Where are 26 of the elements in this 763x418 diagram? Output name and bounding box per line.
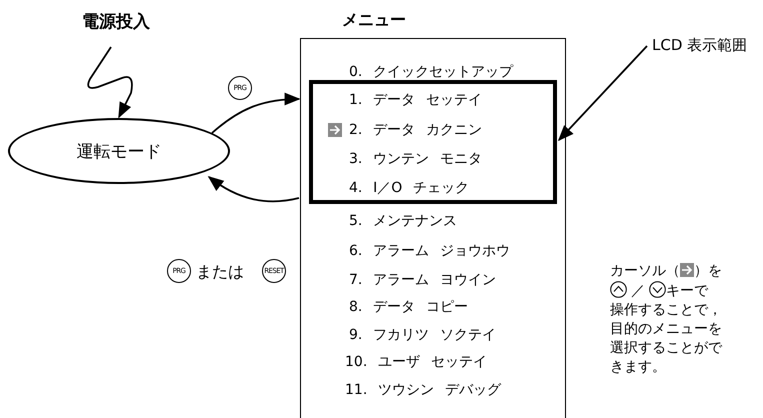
menu-item: 7. アラーム ヨウイン xyxy=(349,271,496,289)
menu-item: 4. I／O チェック xyxy=(349,179,470,197)
mode-label: 運転モード xyxy=(76,140,162,162)
menu-item: 10. ユーザ セッテイ xyxy=(345,353,487,371)
curved-arrow xyxy=(211,92,301,134)
note-text: キーで xyxy=(666,283,708,299)
menu-item: 3. ウンテン モニタ xyxy=(349,150,482,168)
power-on-label: 電源投入 xyxy=(82,10,150,33)
note-text: ）を xyxy=(694,263,722,279)
menu-item: 5. メンテナンス xyxy=(349,212,458,230)
menu-item: 1. データ セッテイ xyxy=(349,91,482,109)
menu-item: 6. アラーム ジョウホウ xyxy=(349,242,510,260)
note-text: 操作することで，目的のメニューを選択することができます。 xyxy=(610,301,724,377)
menu-item: 8. データ コピー xyxy=(349,298,468,316)
menu-item: 0. クイックセットアップ xyxy=(349,63,514,81)
lcd-frame xyxy=(309,80,557,204)
menu-item: 9. フカリツ ソクテイ xyxy=(349,326,496,344)
note-text: カーソル（ xyxy=(610,263,680,279)
leader-line xyxy=(558,45,648,142)
curved-arrow xyxy=(208,176,300,202)
menu-heading: メニュー xyxy=(342,10,406,31)
menu-item: 2. データ カクニン xyxy=(349,121,482,139)
note-text: ／ xyxy=(631,283,645,299)
lcd-range-label: LCD 表示範囲 xyxy=(652,36,748,55)
menu-item: 11. ツウシン デバッグ xyxy=(345,381,501,399)
lightning-arrow xyxy=(87,46,133,118)
